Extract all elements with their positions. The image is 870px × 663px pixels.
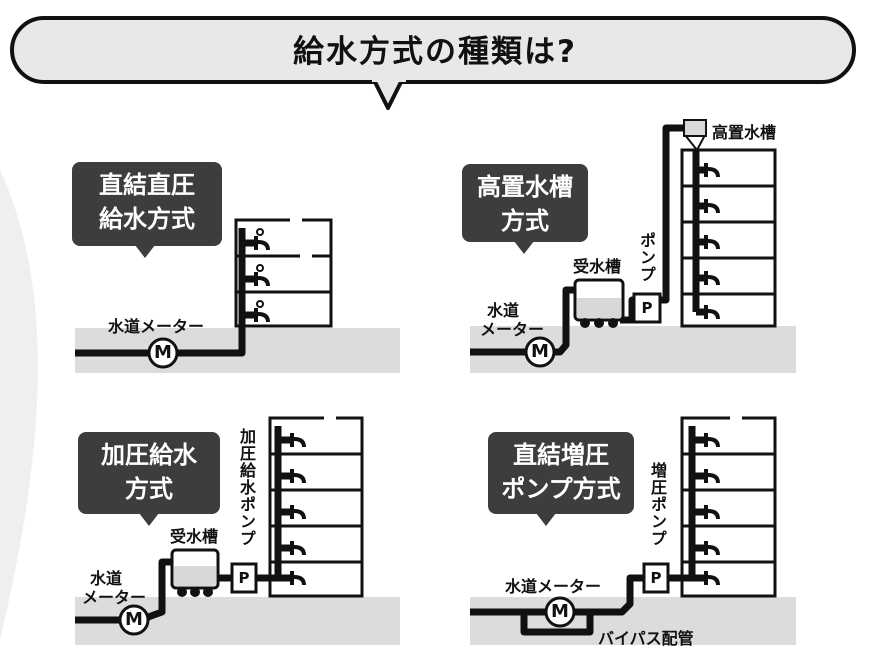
water-meter-label: メーター — [480, 320, 545, 339]
building — [268, 416, 364, 598]
receiving-tank-label: 受水槽 — [573, 257, 622, 276]
pump-symbol: P — [641, 299, 653, 317]
pump-symbol: P — [650, 569, 662, 587]
title-bubble-tail — [372, 78, 406, 110]
bypass-pipe — [520, 612, 594, 636]
page-title: 給水方式の種類は? — [293, 34, 577, 70]
elevated-system-callout: 高置水槽 方式 — [462, 164, 588, 254]
callout-line: 方式 — [125, 475, 173, 503]
meter-symbol: M — [125, 609, 143, 630]
supply-pipe — [75, 558, 174, 624]
water-meter-icon — [524, 336, 556, 368]
pump-icon — [642, 562, 670, 594]
building — [234, 218, 333, 328]
receiving-tank-icon — [170, 548, 220, 597]
pump-label: 加圧給水ポンプ — [237, 428, 256, 547]
receiving-tank-icon — [573, 278, 625, 328]
faucet-icon — [704, 163, 720, 320]
water-meter-label: 水道メーター — [108, 317, 205, 336]
faucet-icon — [704, 433, 720, 586]
faucet-icon — [290, 433, 306, 586]
callout-line: 加圧給水 — [101, 441, 197, 469]
elevated-tank-label: 高置水槽 — [712, 123, 777, 142]
callout-line: 給水方式 — [99, 205, 195, 233]
water-meter-icon — [544, 596, 576, 628]
riser-pipe — [660, 124, 684, 304]
booster-system-callout: 直結増圧 ポンプ方式 — [488, 432, 634, 526]
pump-label: ポンプ — [637, 232, 656, 283]
pump-symbol: P — [238, 569, 250, 587]
pump-icon — [632, 292, 662, 324]
riser-pipe — [666, 426, 696, 582]
meter-symbol: M — [531, 341, 549, 362]
building — [680, 148, 777, 328]
direct-system-callout: 直結直圧 給水方式 — [72, 162, 222, 258]
callout-line: 方式 — [501, 207, 549, 235]
water-meter-icon — [118, 604, 150, 636]
water-meter-label: 水道 — [487, 301, 520, 320]
water-meter-label: 水道 — [90, 569, 123, 588]
pump-icon — [230, 562, 258, 594]
water-meter-icon — [147, 337, 179, 369]
pump-label: 増圧ポンプ — [648, 462, 667, 547]
supply-pipe — [75, 228, 246, 357]
building — [680, 416, 777, 598]
water-meter-label: メーター — [82, 588, 147, 607]
callout-line: 直結直圧 — [99, 171, 195, 199]
callout-line: 高置水槽 — [477, 173, 573, 201]
pressurized-system-callout: 加圧給水 方式 — [78, 432, 220, 526]
meter-symbol: M — [551, 601, 569, 622]
bypass-pipe-label: バイパス配管 — [598, 629, 694, 648]
callout-line: 直結増圧 — [513, 441, 609, 469]
water-meter-label: 水道メーター — [505, 577, 602, 596]
faucet-icon — [254, 228, 270, 323]
title-bubble — [10, 16, 856, 84]
receiving-tank-label: 受水槽 — [170, 527, 219, 546]
meter-symbol: M — [154, 342, 172, 363]
callout-line: ポンプ方式 — [501, 475, 621, 503]
